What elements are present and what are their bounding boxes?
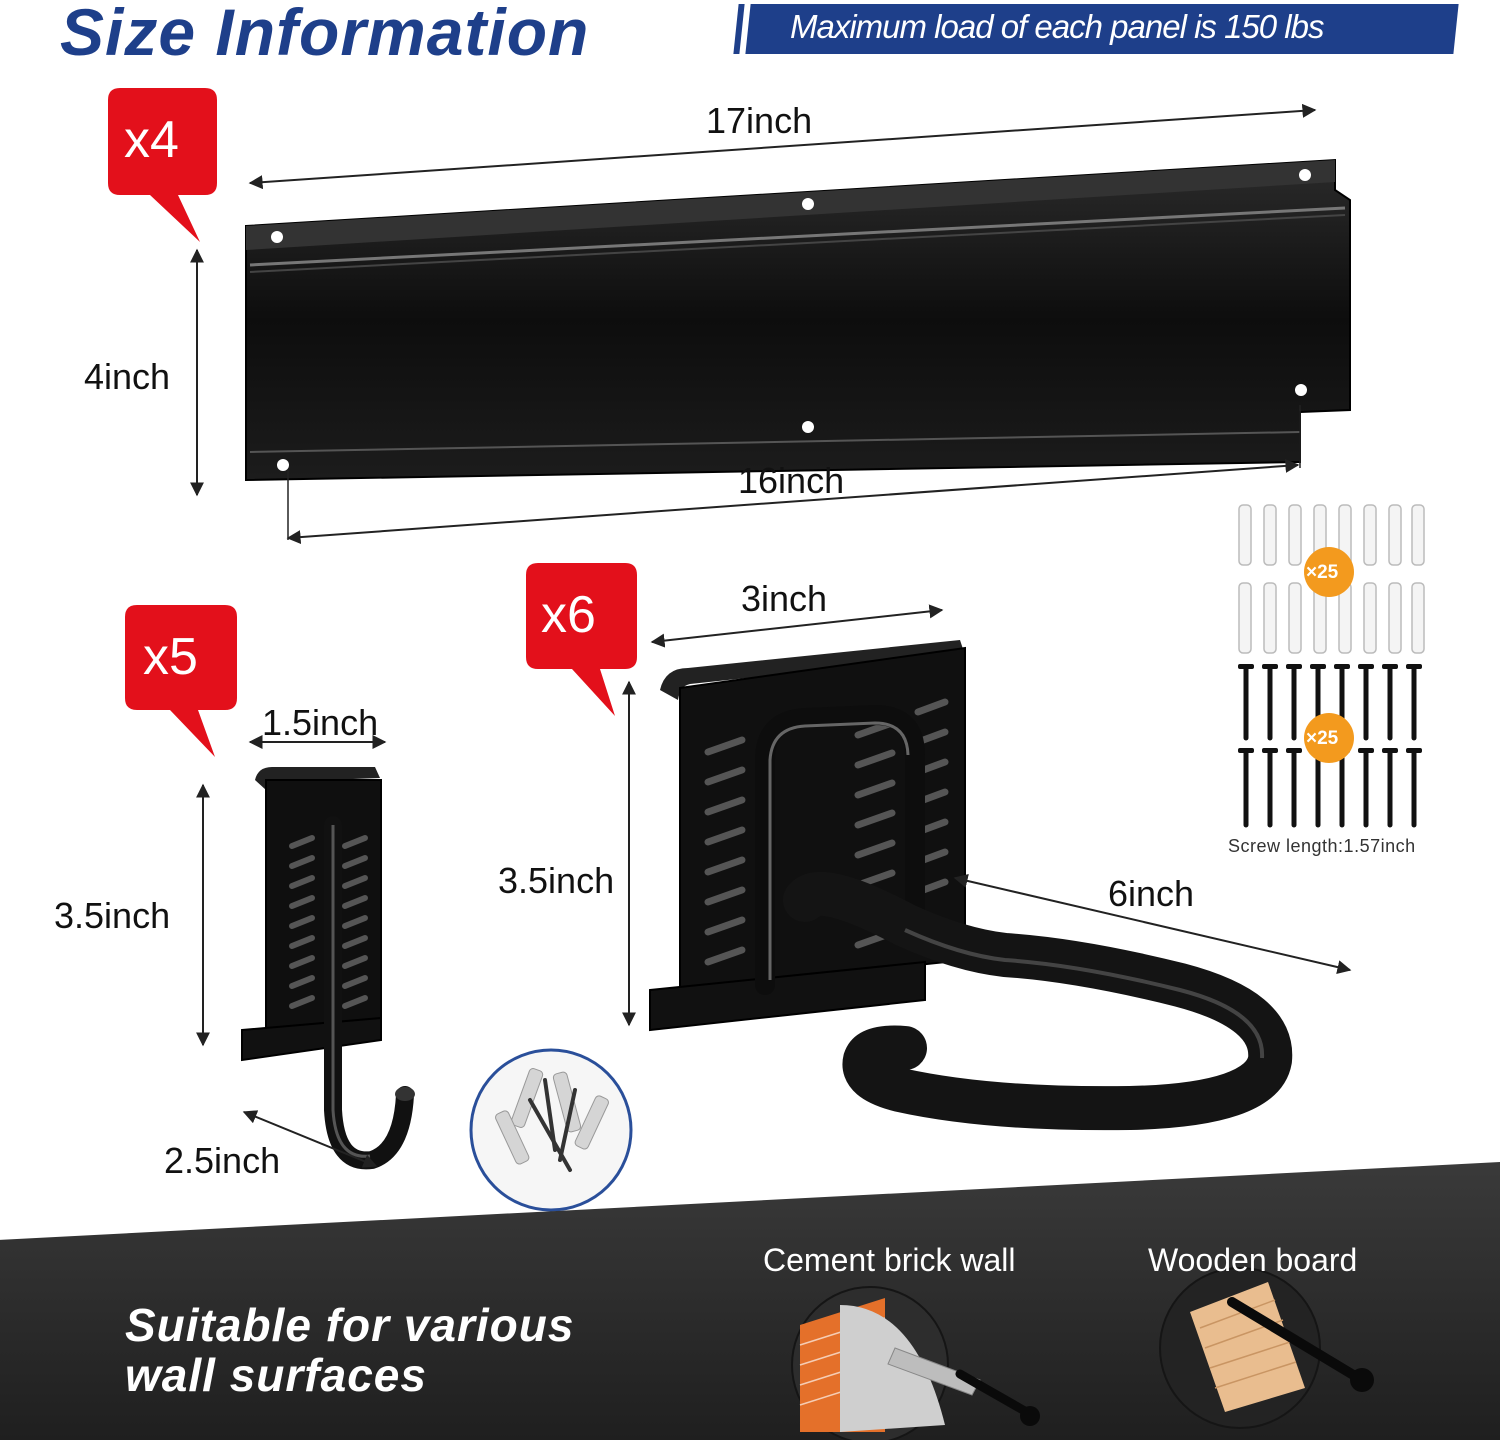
surfaces-title: Suitable for various wall surfaces [125,1300,574,1400]
screws-count: ×25 [1306,728,1339,749]
small-hook-width: 1.5inch [262,702,379,743]
badge-x5 [125,605,237,757]
cement-wall-label: Cement brick wall [763,1242,1016,1278]
wall-anchors [1238,504,1425,654]
large-hook-depth: 6inch [1108,873,1195,914]
panel-height: 4inch [84,356,171,397]
surfaces-title-line2: wall surfaces [125,1349,427,1401]
wooden-board-art [1159,1267,1374,1429]
hardware-package [469,1048,633,1212]
panel-length-top: 17inch [706,100,813,141]
small-hook-quantity: x5 [143,628,198,686]
cement-wall-art [791,1286,1040,1440]
large-hook-width: 3inch [741,578,828,619]
anchors-count: ×25 [1306,562,1339,583]
large-hook-height: 3.5inch [498,860,615,901]
page-title: Size Information [60,0,590,69]
screws [1243,665,1417,828]
anchors-count-badge [1304,547,1354,597]
small-hook-height: 3.5inch [54,895,171,936]
badge-x6 [526,563,637,716]
badge-x4 [108,88,217,242]
load-banner-text: Maximum load of each panel is 150 lbs [790,8,1324,45]
screws-count-badge [1304,713,1354,763]
small-hook-depth: 2.5inch [164,1140,281,1181]
panel-quantity: x4 [124,111,179,169]
large-hook-quantity: x6 [541,586,596,644]
surfaces-title-line1: Suitable for various [125,1299,575,1351]
screw-length-note: Screw length:1.57inch [1228,836,1416,856]
wooden-board-label: Wooden board [1148,1242,1358,1278]
panel-length-bottom: 16inch [738,460,845,501]
